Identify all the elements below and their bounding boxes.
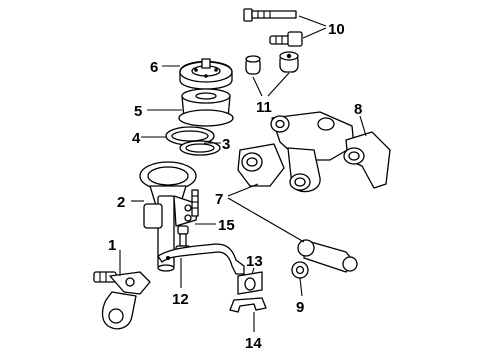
callout-labels: 1 2 3 4 5 6 7 8 9 10 11 12 13 14 15	[108, 21, 362, 352]
label-1: 1	[108, 237, 116, 254]
part-2-strut	[139, 161, 199, 272]
part-8-control-arm-assembly	[270, 111, 391, 193]
part-7-bushing-upper	[237, 143, 285, 187]
part-14-bracket	[229, 297, 267, 313]
part-7-lower-link	[297, 239, 358, 273]
label-7: 7	[215, 191, 223, 208]
label-11: 11	[256, 99, 272, 116]
label-12: 12	[172, 291, 189, 308]
label-8: 8	[354, 101, 362, 118]
leader-lines	[119, 15, 367, 332]
label-5: 5	[134, 103, 142, 120]
part-13-bushing	[237, 271, 263, 295]
label-3: 3	[222, 136, 230, 153]
label-10: 10	[328, 21, 345, 38]
label-6: 6	[150, 59, 158, 76]
label-15: 15	[218, 217, 235, 234]
part-10-stud	[269, 31, 303, 47]
part-5-spring-seat	[178, 88, 234, 127]
label-4: 4	[132, 130, 141, 147]
part-9-nut	[291, 261, 309, 279]
part-3-ring	[179, 140, 221, 156]
label-9: 9	[296, 299, 304, 316]
part-6-upper-mount	[179, 58, 233, 90]
label-2: 2	[117, 194, 125, 211]
label-13: 13	[246, 253, 263, 270]
label-14: 14	[245, 335, 262, 352]
part-10-bolt	[243, 8, 297, 22]
part-12-stabilizer-bar	[157, 243, 245, 275]
part-11-bushings	[245, 51, 299, 75]
part-1-knuckle	[93, 271, 151, 330]
